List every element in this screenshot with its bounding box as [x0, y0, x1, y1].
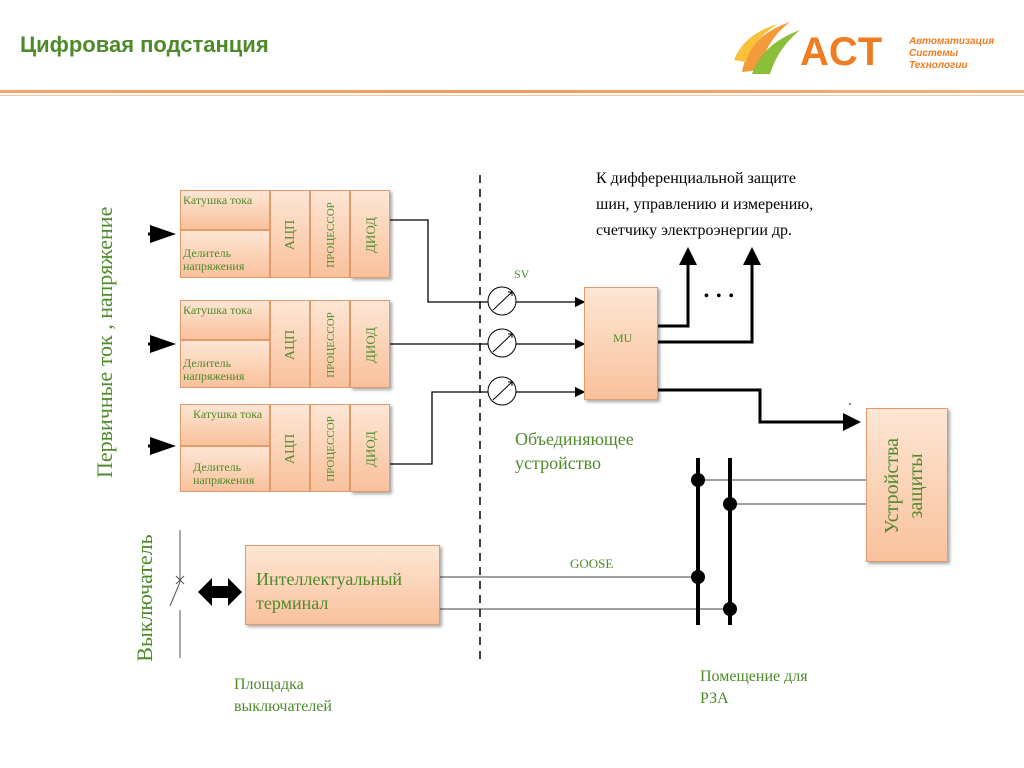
breaker-label: Выключатель	[132, 534, 157, 662]
diode-label: ДИОД	[363, 327, 378, 363]
coil-label: Катушка тока	[183, 193, 253, 207]
cpu-label: ПРОЦЕССОР	[325, 416, 337, 482]
mu-output-up-1	[658, 247, 697, 328]
adc-cell: АЦП	[270, 404, 310, 492]
rza-room-label-2: РЗА	[700, 690, 729, 707]
adc-label: АЦП	[283, 329, 298, 361]
cpu-label: ПРОЦЕССОР	[325, 202, 337, 268]
adc-label: АЦП	[283, 433, 298, 465]
divider-cell: Делитель напряжения	[180, 230, 270, 278]
bus-node-2	[723, 497, 737, 511]
protection-device-box: Устройства защиты	[866, 408, 948, 562]
divider-cell: Делитель напряжения	[180, 340, 270, 388]
adc-label: АЦП	[283, 219, 298, 251]
logo-line-3: Технологии	[909, 60, 968, 71]
coil-label: Катушка тока	[183, 303, 253, 317]
coil-cell: Катушка тока	[180, 190, 270, 230]
page-title: Цифровая подстанция	[20, 32, 269, 57]
merging-unit-box: MU	[584, 287, 658, 400]
divider-cell: Делитель напряжения	[180, 446, 270, 492]
diode-cell: ДИОД	[350, 190, 390, 278]
goose-label: GOOSE	[570, 556, 614, 571]
diode-label: ДИОД	[363, 217, 378, 253]
logo-line-2: Системы	[909, 48, 959, 59]
terminal-label-2: терминал	[256, 593, 329, 613]
mu-label: MU	[613, 331, 633, 345]
note-line-1: К дифференциальной защите	[596, 170, 796, 187]
coil-cell: Катушка тока	[180, 300, 270, 340]
adc-cell: АЦП	[270, 190, 310, 278]
coil-cell: Катушка тока	[180, 404, 270, 446]
cpu-label: ПРОЦЕССОР	[325, 312, 337, 378]
diode-label: ДИОД	[363, 431, 378, 467]
intelligent-terminal-box: Интеллектуальный терминал	[245, 545, 440, 625]
note-line-2: шин, управлению и измерению,	[596, 196, 814, 213]
switchyard-label-1: Площадка	[234, 676, 304, 693]
terminal-label-1: Интеллектуальный	[256, 569, 403, 589]
protection-device-label: Устройства защиты	[881, 438, 927, 534]
sensor-3	[487, 376, 517, 406]
mu-output-up-2	[658, 247, 761, 344]
logo-line-1: Автоматизация	[909, 36, 995, 47]
cpu-cell: ПРОЦЕССОР	[310, 404, 350, 492]
sv-label: SV	[514, 267, 530, 281]
mu-output-protection	[658, 388, 861, 431]
row1-link	[390, 219, 586, 308]
adc-cell: АЦП	[270, 300, 310, 388]
sensor-1	[487, 286, 517, 316]
input-arrow-3	[148, 437, 176, 455]
note-line-3: счетчику электроэнергии др.	[596, 222, 793, 239]
cpu-cell: ПРОЦЕССОР	[310, 300, 350, 388]
merging-unit-label-2: устройство	[515, 453, 601, 473]
bus-node-1	[691, 473, 705, 487]
divider-label: Делитель напряжения	[183, 246, 245, 273]
breaker-contact	[169, 581, 181, 607]
input-arrow-1	[148, 225, 176, 243]
logo-name: АСТ	[800, 30, 884, 74]
primary-current-voltage-label: Первичные ток , напряжение	[92, 206, 117, 478]
cpu-cell: ПРОЦЕССОР	[310, 190, 350, 278]
logo-leaf-icon	[734, 22, 800, 74]
bidirectional-arrow-icon	[198, 578, 242, 606]
switchyard-label-2: выключателей	[234, 698, 332, 715]
sensor-2	[487, 328, 517, 358]
coil-label: Катушка тока	[193, 407, 263, 421]
diode-cell: ДИОД	[350, 300, 390, 388]
more-outputs-dots: • • •	[704, 289, 736, 304]
divider-label: Делитель напряжения	[193, 460, 255, 487]
diode-cell: ДИОД	[350, 404, 390, 492]
rza-room-label-1: Помещение для	[700, 668, 808, 685]
input-arrow-2	[148, 335, 176, 353]
header-divider-thin	[0, 95, 1024, 96]
divider-label: Делитель напряжения	[183, 356, 245, 383]
header-divider	[0, 90, 1024, 93]
merging-unit-label-1: Объединяющее	[515, 429, 634, 449]
